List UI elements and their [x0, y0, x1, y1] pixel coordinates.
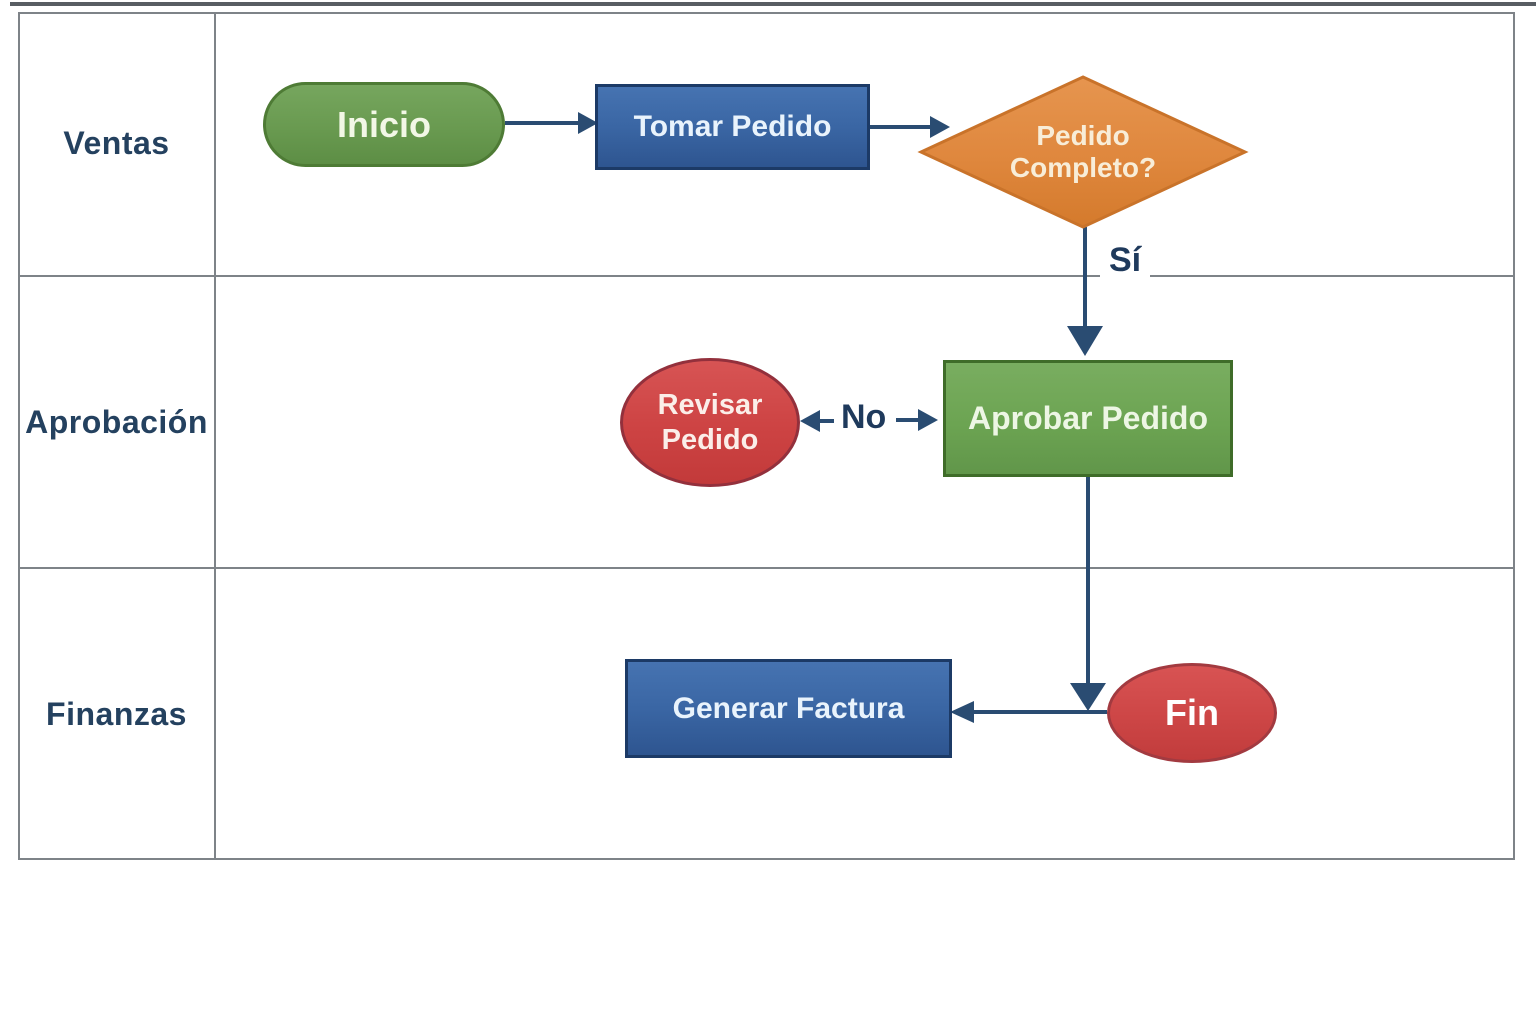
lane-label-finanzas: Finanzas	[18, 569, 215, 860]
swimlane-frame	[18, 12, 1515, 860]
node-label: Tomar Pedido	[633, 110, 832, 143]
decision-diamond-shape	[917, 75, 1249, 229]
edge-decision-to-aprobar	[1083, 227, 1087, 327]
top-edge-stripe	[10, 2, 1536, 6]
node-label: Inicio	[336, 103, 431, 145]
node-label: Aprobar Pedido	[967, 400, 1208, 436]
edge-label-no: No	[841, 398, 887, 436]
arrowhead-left	[950, 701, 974, 723]
node-aprobar-pedido: Aprobar Pedido	[943, 360, 1233, 477]
node-label-line1: Revisar	[657, 389, 763, 422]
lane-divider-ventas-aprobacion	[18, 275, 1515, 277]
node-label-line1: Pedido	[1036, 119, 1130, 151]
edge-no-right-segment	[896, 418, 920, 422]
node-tomar-pedido: Tomar Pedido	[595, 84, 870, 170]
node-generar-factura: Generar Factura	[625, 659, 952, 758]
edge-inicio-to-tomar	[505, 121, 581, 125]
arrowhead-left	[800, 410, 820, 432]
node-label: Fin	[1165, 692, 1219, 733]
node-label-line2: Pedido	[661, 423, 759, 456]
arrowhead-right	[918, 409, 938, 431]
edge-label-si: Sí	[1100, 241, 1151, 280]
lane-divider-aprobacion-finanzas	[18, 567, 1515, 569]
node-label: Generar Factura	[672, 691, 905, 725]
lane-label-aprobacion: Aprobación	[18, 277, 215, 567]
lane-label-text: Finanzas	[46, 696, 187, 732]
node-pedido-completo: Pedido Completo?	[917, 73, 1249, 231]
arrowhead-right	[578, 112, 598, 134]
lane-label-text: Aprobación	[25, 403, 208, 440]
arrowhead-down	[1070, 683, 1106, 711]
node-label: Pedido Completo?	[917, 73, 1249, 231]
edge-aprobar-to-fin	[1086, 477, 1090, 685]
lane-label-text: Ventas	[63, 125, 170, 161]
node-label: Revisar Pedido	[658, 388, 763, 456]
node-inicio: Inicio	[263, 82, 505, 167]
lane-label-column-divider	[214, 12, 216, 860]
node-label-line2: Completo?	[1009, 152, 1157, 183]
edge-no-left-segment	[820, 419, 834, 423]
arrowhead-down	[1067, 326, 1103, 356]
node-fin: Fin	[1107, 663, 1277, 763]
edge-tomar-to-decision	[870, 125, 932, 129]
node-revisar-pedido: Revisar Pedido	[620, 358, 800, 487]
diamond-polygon	[917, 75, 1249, 229]
arrowhead-right	[930, 116, 950, 138]
edge-fin-to-generar	[972, 710, 1107, 714]
lane-label-ventas: Ventas	[18, 12, 215, 275]
